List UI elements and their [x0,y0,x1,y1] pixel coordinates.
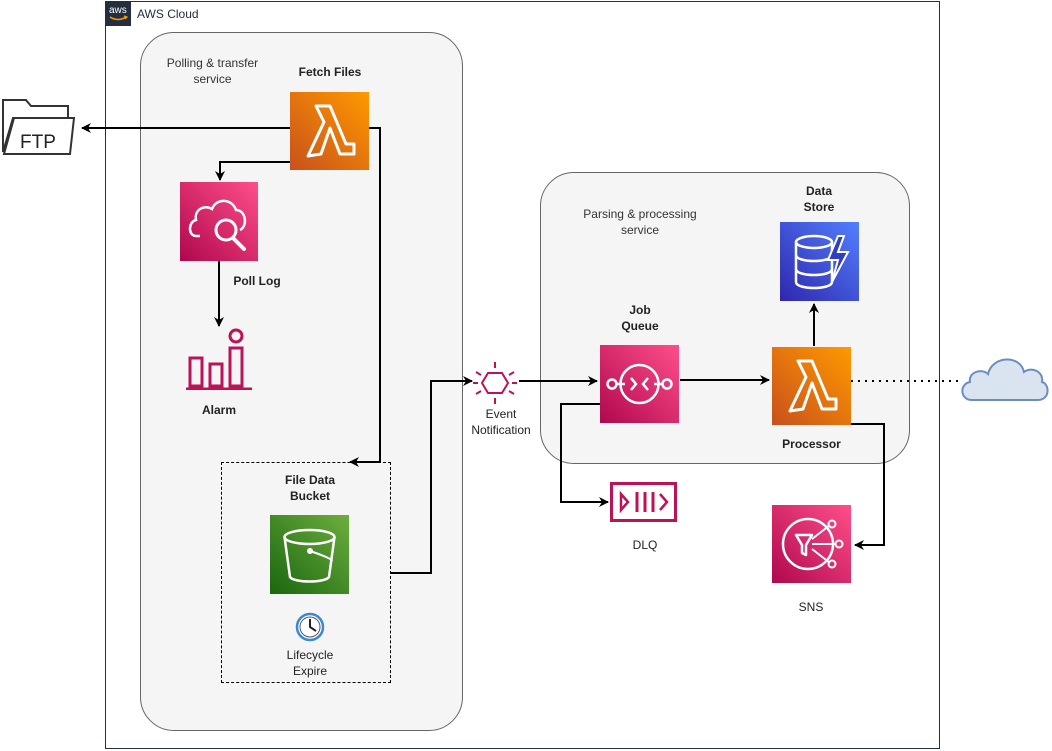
poll-log-cloudwatch[interactable] [180,182,258,261]
cloudwatch-alarm-icon [186,328,252,390]
event-hexagon-icon [473,362,517,404]
processor-lambda[interactable] [772,347,851,425]
svg-text:FTP: FTP [20,132,56,153]
sns-topic[interactable] [772,505,851,583]
edge-processor-to-sns [851,423,885,550]
poll-log-label: Poll Log [233,274,281,288]
file-data-bucket-label: File Data Bucket [284,473,335,503]
clock-icon [295,612,325,642]
dlq-queue-icon [610,482,677,522]
lambda-icon [788,359,838,413]
ftp-node: FTP [0,96,76,156]
sqs-queue-icon [606,363,673,405]
internet-node [958,350,1050,402]
edge-fetch-to-bucket [349,127,381,467]
sns-icon [781,517,844,571]
alarm-label: Alarm [201,403,236,417]
processor-label: Processor [782,437,841,451]
parsing-service-label: Parsing & processing service [583,207,697,237]
dynamodb-icon [794,234,850,290]
aws-cloud-label: AWS Cloud [137,7,199,21]
job-queue-label: Job Queue [621,303,659,333]
data-store-label: Data Store [803,184,835,214]
event-notification-label: Event Notification [471,407,531,437]
aws-logo-icon: aws [105,1,131,26]
dlq-node[interactable] [610,482,677,522]
sns-label: SNS [798,600,824,614]
job-queue-sqs[interactable] [600,345,679,423]
file-data-bucket-s3[interactable] [270,515,349,594]
fetch-files-label: Fetch Files [298,65,362,79]
svg-text:aws: aws [109,5,127,16]
cloud-icon [961,358,1049,401]
lifecycle-label: Lifecycle Expire [286,648,334,678]
file-data-bucket-group [221,462,391,683]
data-store-dynamodb[interactable] [780,222,859,301]
fetch-files-lambda[interactable] [290,92,369,170]
lifecycle-node [295,612,325,642]
folder-icon: FTP [2,99,76,155]
event-notification-node[interactable] [472,361,518,405]
edge-queue-to-dlq [560,403,609,507]
alarm-node[interactable] [186,326,252,390]
cloudwatch-logs-icon [188,199,247,251]
lambda-icon [306,104,356,158]
edge-fetch-to-polllog [215,161,290,181]
edge-bucket-to-event [391,376,473,574]
polling-service-label: Polling & transfer service [166,56,259,86]
aws-cloud-boundary [105,1,940,749]
dlq-label: DLQ [632,538,658,552]
s3-bucket-icon [283,528,336,583]
